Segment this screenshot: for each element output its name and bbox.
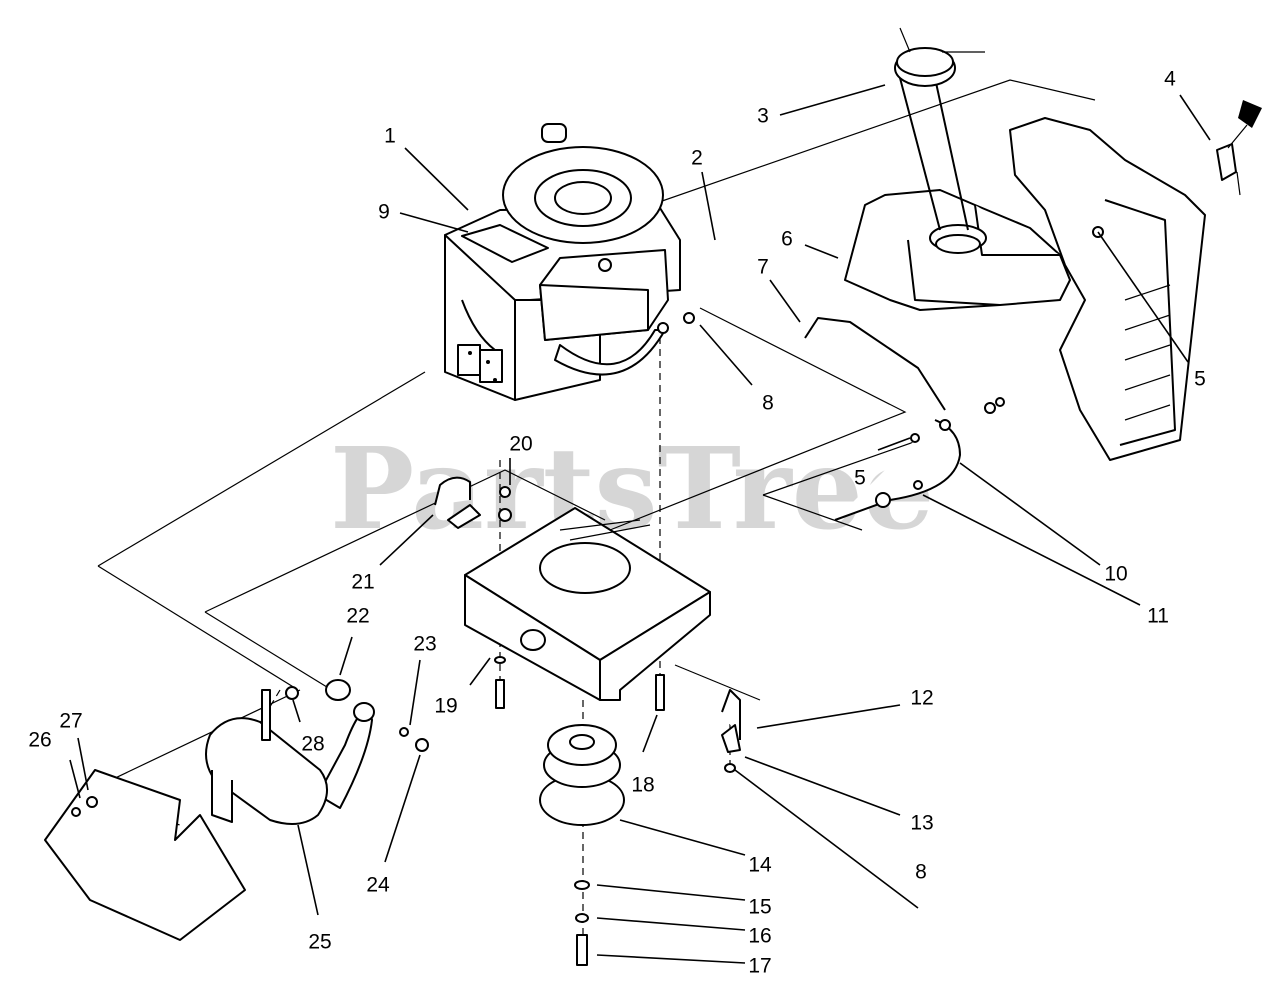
exhaust [205,679,429,825]
watermark: PartsTree TM [330,424,945,555]
callout-25: 25 [308,931,331,954]
callout-3: 3 [757,105,769,128]
callout-5: 5 [1194,368,1206,391]
body-shroud [1009,117,1206,461]
callout-21: 21 [351,571,374,594]
callout-23: 23 [413,633,436,656]
callout-16: 16 [748,925,771,948]
heat-shield [44,769,246,941]
callout-14: 14 [748,854,772,877]
callout-17: 17 [748,955,771,978]
callout-6: 6 [781,228,793,251]
callout-10: 10 [1104,563,1127,586]
callout-12: 12 [910,687,933,710]
callout-7: 7 [757,256,769,279]
engine [444,123,681,401]
callout-13: 13 [910,812,933,835]
pulley [494,656,736,966]
callout-24: 24 [366,874,390,897]
callout-20: 20 [509,433,532,456]
callout-28: 28 [301,733,324,756]
fuel-lines [804,317,1005,521]
callouts: 1 2 3 4 5 5 6 7 8 8 9 10 11 12 13 14 15 … [28,68,1206,978]
callout-1: 1 [384,125,396,148]
callout-15: 15 [748,896,771,919]
fuel-cap [894,27,985,87]
watermark-text: PartsTree [330,424,934,555]
callout-22: 22 [346,605,369,628]
callout-8: 8 [915,861,927,884]
ignition-switch [1216,100,1262,196]
callout-11: 11 [1147,605,1169,628]
callout-4: 4 [1164,68,1176,91]
callout-26: 26 [28,729,51,752]
callout-27: 27 [59,710,82,733]
clip [721,689,741,753]
callout-18: 18 [631,774,654,797]
callout-leaders [69,84,1211,964]
fuel-tank [844,77,1071,311]
callout-9: 9 [378,201,390,224]
callout-19: 19 [434,695,457,718]
callout-8: 8 [762,392,774,415]
mounting-plate [464,507,711,701]
callout-5: 5 [854,467,866,490]
callout-2: 2 [691,147,703,170]
bracket [434,476,512,529]
